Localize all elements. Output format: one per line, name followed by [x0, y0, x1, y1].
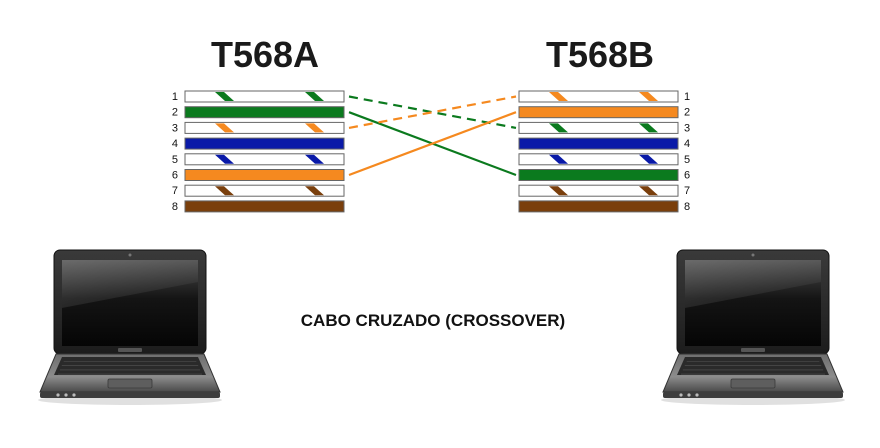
t568b-pin-number: 8	[684, 201, 690, 213]
t568b-wire-8	[518, 200, 679, 213]
laptop-status-light	[64, 393, 68, 397]
t568a-pin-number: 1	[172, 91, 178, 103]
laptop-right-icon	[661, 249, 845, 405]
t568a-pin-number: 6	[172, 170, 178, 182]
t568b-stripe-5-2	[639, 154, 658, 164]
t568a-pin-2: 2	[172, 106, 345, 119]
t568b-pin-6: 6	[518, 169, 690, 182]
link-6-to-2	[348, 111, 517, 177]
t568a-stripe-1-2	[305, 92, 324, 101]
laptop-status-light	[679, 393, 683, 397]
t568a-pin-number: 8	[172, 201, 178, 213]
t568b-wire-7	[518, 184, 679, 197]
laptop-screen-reflection	[685, 260, 821, 308]
t568a-stripe-3-1	[215, 123, 234, 133]
t568a-stripe-3-2	[305, 123, 324, 133]
laptop-touchpad	[107, 378, 153, 389]
t568a-wire-6	[184, 169, 345, 181]
t568b-stripe-1-1	[549, 92, 568, 101]
t568b-title: T568B	[546, 34, 654, 75]
t568b-pin-4: 4	[518, 137, 690, 150]
t568a-title: T568A	[211, 34, 319, 75]
t568b-pin-number: 3	[684, 122, 690, 134]
laptop-screen-reflection	[62, 260, 198, 308]
t568a-pin-number: 5	[172, 154, 178, 166]
t568b-pin-2: 2	[518, 106, 690, 119]
t568b-pin-3: 3	[518, 121, 690, 134]
t568b-pin-number: 2	[684, 107, 690, 119]
t568a-stripe-5-1	[215, 154, 234, 164]
t568a-wire-2	[184, 106, 345, 119]
t568a-wire-7	[184, 184, 345, 197]
crossover-links	[348, 95, 517, 177]
t568b-wire-3	[518, 121, 679, 134]
t568b-connector: 1 2 3 4 5 6 7 8	[518, 90, 690, 213]
t568a-pin-8: 8	[172, 200, 345, 213]
t568a-pin-1: 1	[172, 90, 345, 103]
laptop-keyboard	[677, 357, 829, 375]
t568a-wire-3	[184, 121, 345, 134]
t568a-pin-number: 4	[172, 138, 178, 150]
laptop-status-light	[695, 393, 699, 397]
t568b-stripe-3-2	[639, 123, 658, 133]
laptop-status-light	[72, 393, 76, 397]
t568b-stripe-7-2	[639, 186, 658, 196]
t568b-wire-2	[518, 106, 679, 119]
t568a-stripe-1-1	[215, 92, 234, 101]
t568a-pin-number: 3	[172, 122, 178, 134]
t568a-stripe-5-2	[305, 154, 324, 164]
laptop-keyboard	[54, 357, 206, 375]
t568a-pin-3: 3	[172, 121, 345, 134]
laptop-front-edge	[663, 392, 843, 398]
t568a-connector: 1 2 3 4 5 6 7 8	[172, 90, 345, 213]
t568b-wire-5	[518, 153, 679, 166]
laptop-status-light	[687, 393, 691, 397]
laptop-logo	[118, 348, 142, 352]
t568b-stripe-7-1	[549, 186, 568, 196]
t568b-pin-8: 8	[518, 200, 690, 213]
t568b-pin-1: 1	[518, 90, 690, 103]
crossover-caption: CABO CRUZADO (CROSSOVER)	[301, 311, 565, 330]
t568b-pin-number: 1	[684, 91, 690, 103]
t568a-pin-5: 5	[172, 153, 345, 166]
t568b-stripe-5-1	[549, 154, 568, 164]
t568b-pin-number: 7	[684, 185, 690, 197]
laptop-front-edge	[40, 392, 220, 398]
t568a-stripe-7-2	[305, 186, 324, 196]
t568b-wire-1	[518, 90, 679, 103]
t568a-pin-6: 6	[172, 169, 345, 182]
t568a-wire-1	[184, 90, 345, 103]
laptop-webcam	[128, 253, 132, 257]
link-3-to-1	[348, 95, 517, 129]
t568a-wire-5	[184, 153, 345, 166]
laptop-logo	[741, 348, 765, 352]
t568a-pin-number: 7	[172, 185, 178, 197]
t568b-wire-6	[518, 169, 679, 181]
t568b-pin-5: 5	[518, 153, 690, 166]
t568a-wire-4	[184, 137, 345, 150]
t568b-stripe-3-1	[549, 123, 568, 133]
t568b-wire-4	[518, 137, 679, 150]
t568b-pin-number: 5	[684, 154, 690, 166]
t568a-pin-number: 2	[172, 107, 178, 119]
laptop-left-icon	[38, 249, 222, 405]
t568a-pin-7: 7	[172, 184, 345, 197]
t568a-stripe-7-1	[215, 186, 234, 196]
t568a-pin-4: 4	[172, 137, 345, 150]
t568b-pin-number: 4	[684, 138, 690, 150]
t568b-stripe-1-2	[639, 92, 658, 101]
t568b-pin-7: 7	[518, 184, 690, 197]
laptop-touchpad	[730, 378, 776, 389]
t568a-wire-8	[184, 200, 345, 213]
laptop-status-light	[56, 393, 60, 397]
laptop-webcam	[751, 253, 755, 257]
t568b-pin-number: 6	[684, 170, 690, 182]
